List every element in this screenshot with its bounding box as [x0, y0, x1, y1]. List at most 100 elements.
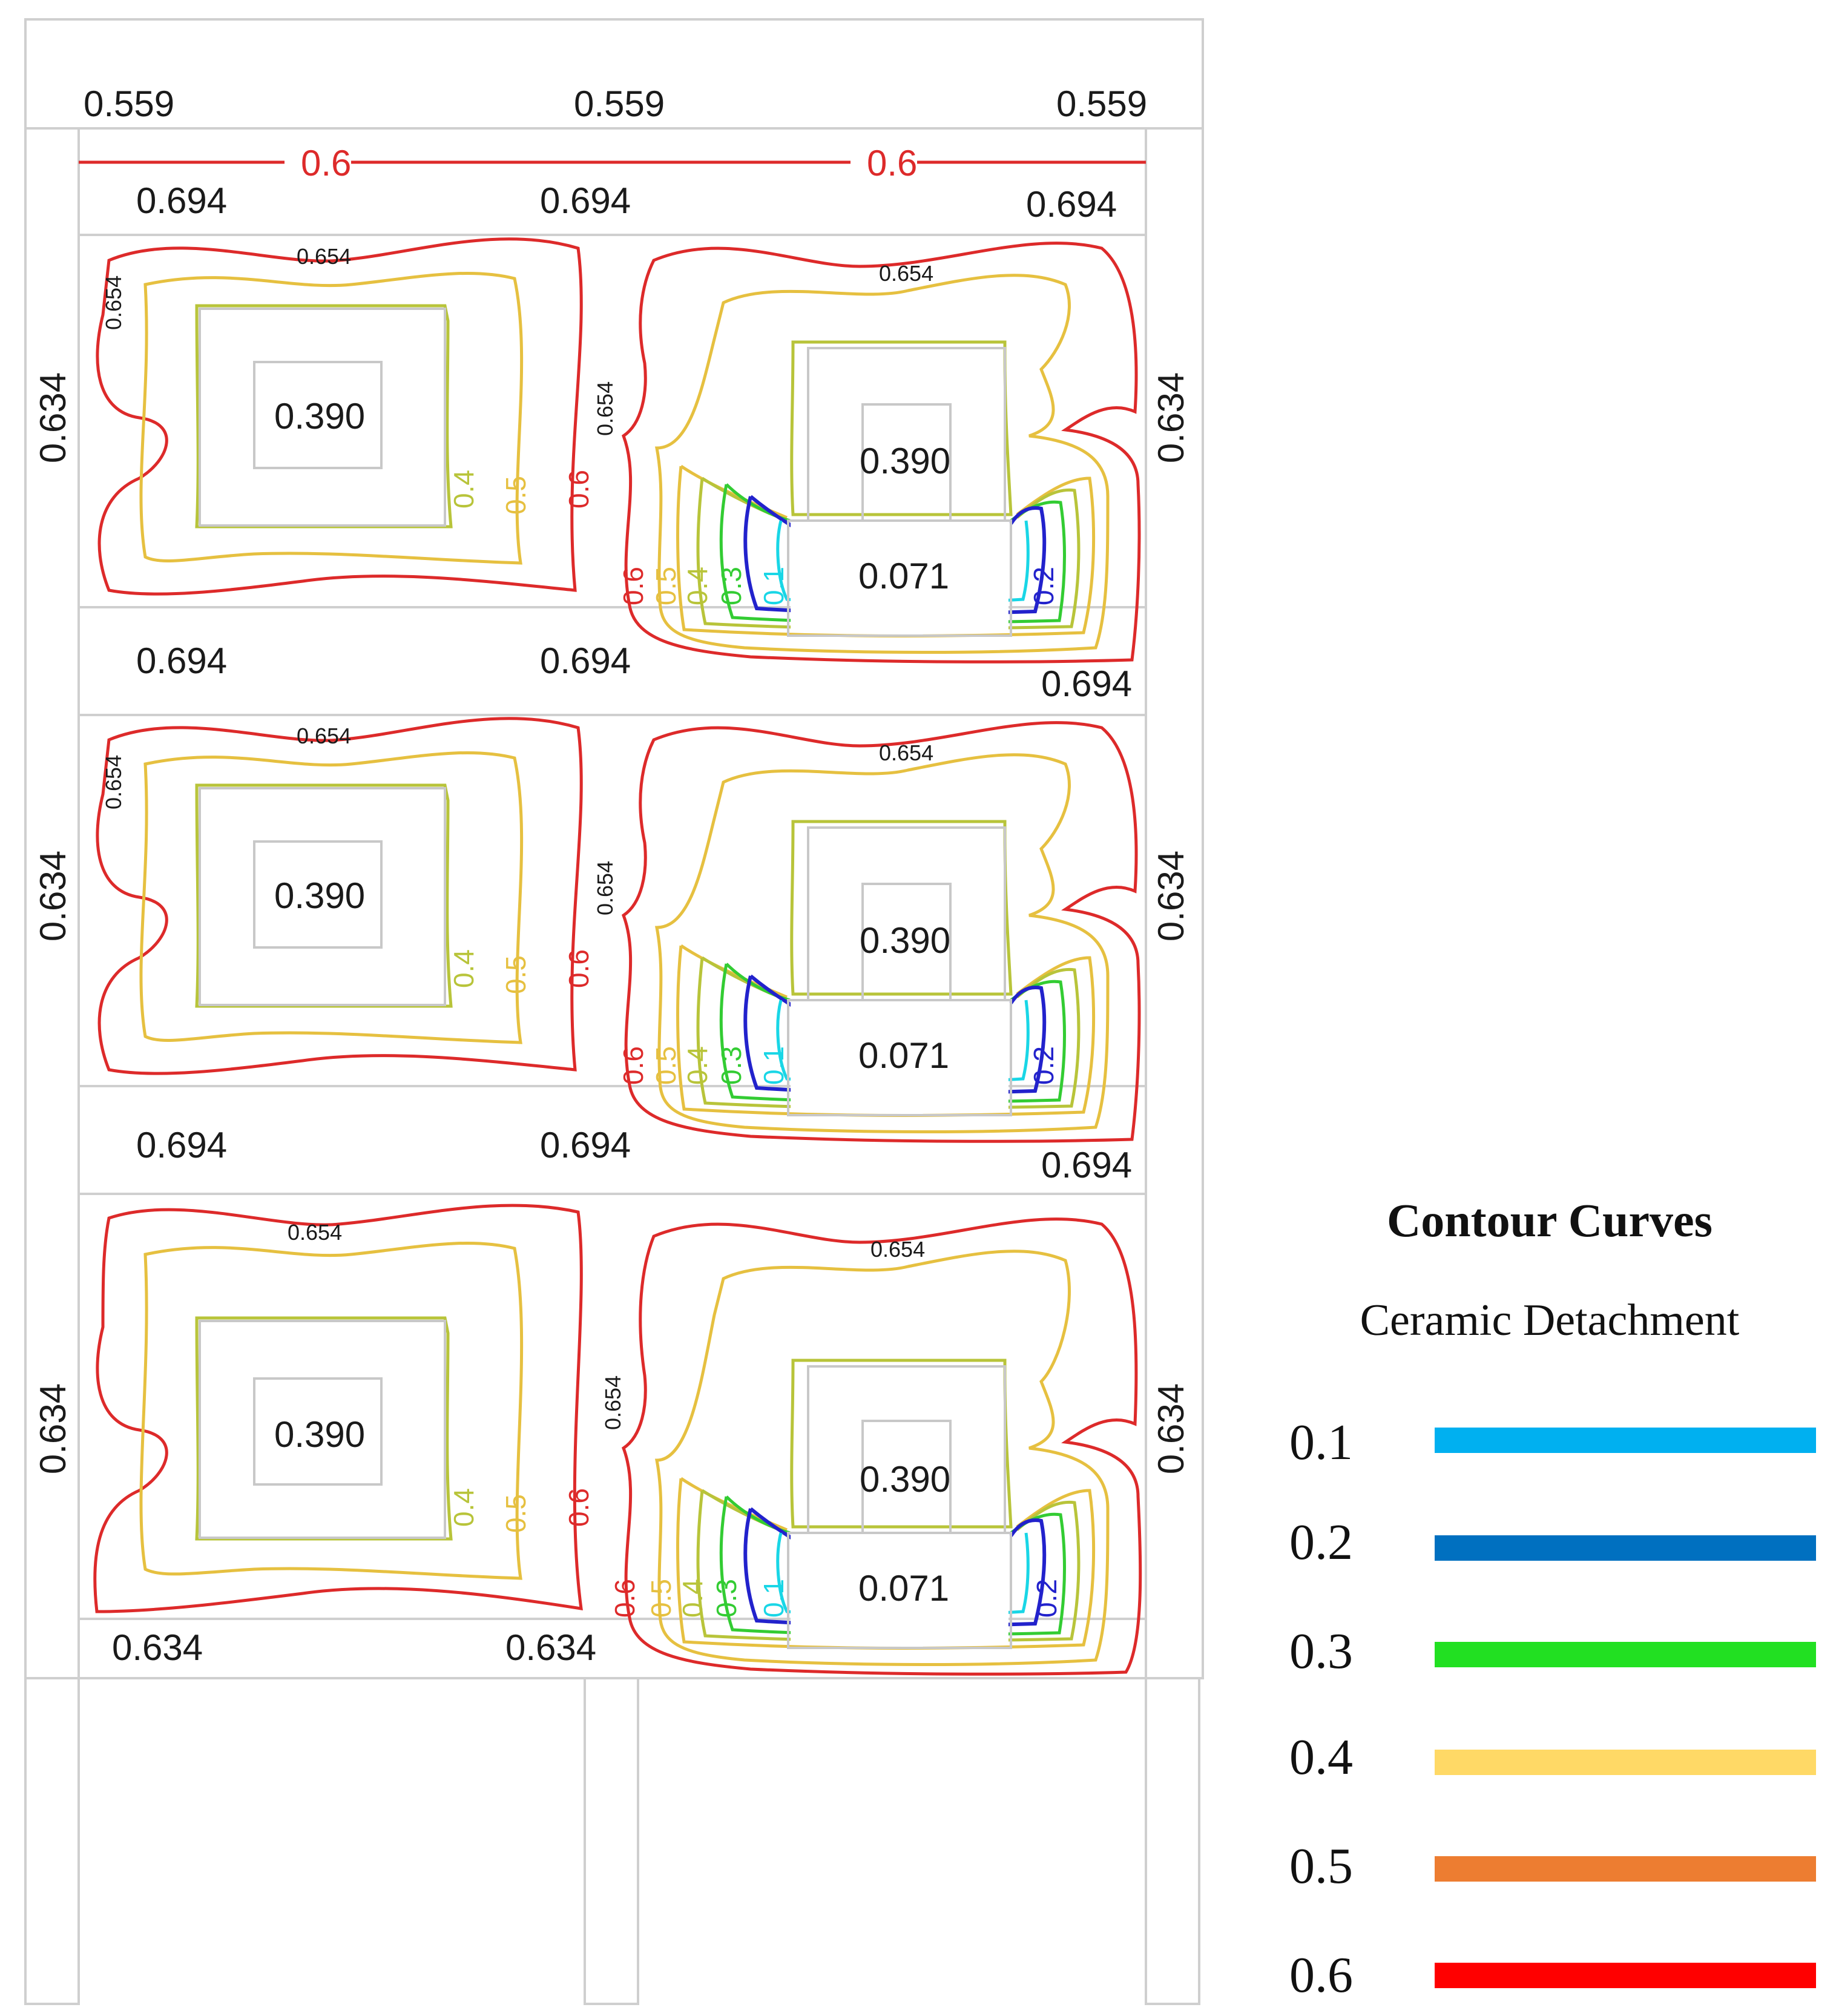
contour-04-line	[790, 1359, 1013, 1529]
floor1-right-label-04: 0.4	[682, 567, 713, 605]
floor2-left-label-05: 0.5	[500, 955, 531, 994]
floor1-right-label-06: 0.6	[617, 567, 649, 605]
floor2-right-label-05: 0.5	[650, 1046, 682, 1085]
floor1-right-label-03: 0.3	[716, 567, 747, 605]
floor3-right-window-value: 0.390	[860, 1459, 950, 1500]
floor3-right-label-04: 0.4	[677, 1579, 708, 1618]
floor2-left-edge-top: 0.654	[297, 723, 351, 748]
top-contour-label-2: 0.6	[867, 143, 917, 183]
top-beam: 0.559 0.559 0.559 0.6 0.6	[79, 84, 1147, 183]
contour-05-line	[139, 751, 524, 1044]
floor1-left-opening-value: 0.390	[274, 396, 365, 436]
top-beam-value-1: 0.559	[84, 84, 174, 124]
legend-subtitle: Ceramic Detachment	[1360, 1296, 1740, 1345]
floor2-right-window-value: 0.390	[860, 920, 950, 961]
contour-05-line	[654, 274, 1110, 654]
floor1-beam-top-2: 0.694	[540, 180, 631, 221]
contour-05-line	[139, 271, 524, 565]
floor3-right-label-02: 0.2	[1031, 1579, 1062, 1618]
floor-1: 0.694 0.694 0.694 0.694 0.694 0.694 0.63…	[33, 180, 1191, 704]
floor1-right-label-02: 0.2	[1028, 567, 1059, 605]
legend-swatch-06	[1435, 1963, 1816, 1988]
floor1-right-panel: 0.390 0.071 0.654 0.654 0.6 0.5 0.4 0.3 …	[593, 242, 1141, 664]
floor3-left-label-05: 0.5	[500, 1494, 531, 1533]
top-beam-value-2: 0.559	[574, 84, 665, 124]
floor3-right-edge-top: 0.654	[870, 1237, 925, 1262]
contour-05-line	[654, 1250, 1110, 1666]
floor3-beam-bottom-2: 0.634	[505, 1627, 596, 1668]
floor2-right-edge-side: 0.654	[593, 861, 617, 915]
floor3-right-edge-side: 0.654	[600, 1375, 625, 1430]
contour-06-line	[96, 237, 583, 596]
floor1-right-door-value: 0.071	[858, 556, 949, 596]
floor1-left-label-04: 0.4	[448, 470, 479, 509]
floor3-left-label-06: 0.6	[563, 1488, 594, 1527]
legend-label-05: 0.5	[1289, 1838, 1353, 1894]
floor1-beam-top-3: 0.694	[1026, 184, 1117, 225]
legend-label-03: 0.3	[1289, 1623, 1353, 1679]
legend-label-06: 0.6	[1289, 1947, 1353, 2003]
floor1-right-edge-side: 0.654	[593, 381, 617, 436]
legend-label-01: 0.1	[1289, 1414, 1353, 1471]
floor2-left-edge-side: 0.654	[101, 755, 126, 809]
floor2-left-column-value: 0.634	[33, 851, 73, 941]
legend-label-02: 0.2	[1289, 1514, 1353, 1570]
contour-06-line	[93, 1204, 583, 1613]
legend-swatch-03	[1435, 1642, 1816, 1667]
floor1-beam-bottom-1: 0.694	[136, 641, 227, 681]
floor-2: 0.694 0.694 0.694 0.634 0.634 0.390 0.65…	[33, 717, 1191, 1185]
top-beam-value-3: 0.559	[1056, 84, 1147, 124]
floor2-right-column-value: 0.634	[1151, 851, 1191, 941]
floor3-left-panel: 0.390 0.654 0.4 0.5 0.6	[93, 1204, 594, 1613]
floor2-left-label-04: 0.4	[448, 949, 479, 988]
floor1-beam-bottom-3: 0.694	[1041, 664, 1132, 704]
floor1-right-column-value: 0.634	[1151, 372, 1191, 463]
floor3-left-edge-top: 0.654	[288, 1220, 342, 1245]
floor2-right-edge-top: 0.654	[879, 740, 933, 765]
floor3-left-column-value: 0.634	[33, 1383, 73, 1474]
floor3-right-label-03: 0.3	[711, 1579, 742, 1618]
floor2-left-panel: 0.390 0.654 0.654 0.4 0.5 0.6	[96, 717, 594, 1075]
floor1-right-label-05: 0.5	[650, 567, 682, 605]
floor1-left-label-05: 0.5	[500, 476, 531, 515]
floor2-beam-top-1: 0.694	[136, 1125, 227, 1165]
contour-05-line	[139, 1241, 524, 1580]
contour-04-line	[195, 304, 453, 529]
legend-swatch-02	[1435, 1535, 1816, 1561]
legend-swatch-05	[1435, 1856, 1816, 1882]
contour-06-line	[621, 721, 1141, 1143]
floor1-left-edge-top: 0.654	[297, 244, 351, 269]
floor2-right-panel: 0.390 0.071 0.654 0.654 0.6 0.5 0.4 0.3 …	[593, 721, 1141, 1143]
floor1-beam-bottom-2: 0.694	[540, 641, 631, 681]
floor1-right-label-01: 0.1	[758, 567, 789, 605]
contour-06-line	[621, 242, 1141, 664]
floor2-left-label-06: 0.6	[563, 949, 594, 988]
floor2-right-label-03: 0.3	[716, 1046, 747, 1085]
floor2-right-door-value: 0.071	[858, 1035, 949, 1076]
floor3-left-label-04: 0.4	[448, 1488, 479, 1527]
floor1-left-panel: 0.390 0.654 0.654 0.4 0.5 0.6	[96, 237, 594, 596]
floor3-right-label-06: 0.6	[609, 1579, 640, 1618]
legend-title: Contour Curves	[1387, 1194, 1713, 1247]
floor2-right-label-06: 0.6	[617, 1046, 649, 1085]
contour-06-line	[621, 1217, 1142, 1676]
floor3-right-panel: 0.390 0.071 0.654 0.654 0.6 0.5 0.4 0.3 …	[600, 1217, 1142, 1676]
legend-swatch-01	[1435, 1428, 1816, 1453]
floor3-right-door-value: 0.071	[858, 1568, 949, 1609]
contour-04-line	[790, 820, 1013, 996]
floor3-left-opening-value: 0.390	[274, 1414, 365, 1455]
floor1-left-column-value: 0.634	[33, 372, 73, 463]
legend-label-04: 0.4	[1289, 1729, 1353, 1785]
floor1-right-window-value: 0.390	[860, 441, 950, 481]
floor2-right-label-01: 0.1	[758, 1046, 789, 1085]
floor3-right-label-05: 0.5	[645, 1579, 677, 1618]
contour-04-line	[790, 340, 1013, 516]
floor2-beam-top-2: 0.694	[540, 1125, 631, 1165]
legend: Contour Curves Ceramic Detachment 0.1 0.…	[1289, 1194, 1816, 2003]
floor3-right-label-01: 0.1	[758, 1579, 789, 1618]
contour-04-line	[195, 783, 453, 1008]
contour-04-line	[195, 1316, 453, 1541]
top-contour-label-1: 0.6	[301, 143, 351, 183]
floor1-left-edge-side: 0.654	[101, 275, 126, 330]
